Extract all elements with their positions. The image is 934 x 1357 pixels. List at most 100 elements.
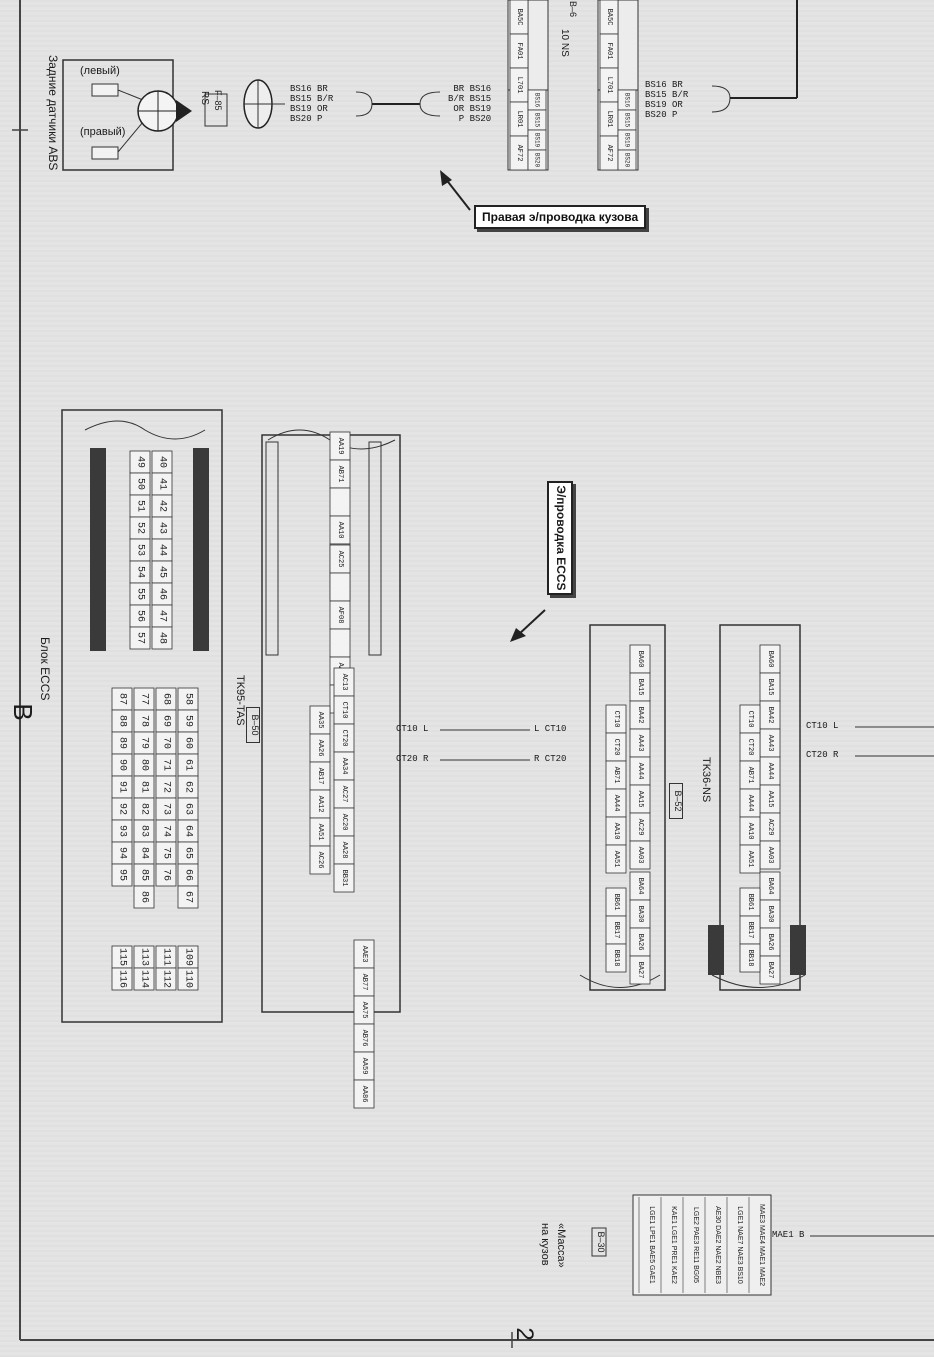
tk95-pin: 88 [111,709,133,733]
svg-text:LR01: LR01 [605,111,613,128]
svg-text:BS19: BS19 [624,133,631,148]
svg-text:116: 116 [117,970,128,988]
svg-text:BB61: BB61 [612,894,620,911]
tk95-pin: 68 [155,687,177,711]
svg-text:BA30: BA30 [636,906,644,923]
svg-text:BS20: BS20 [624,153,631,168]
eccs-pin: AA26 [309,733,331,763]
ground-table-row: LGE1 NAE7 NAE3 BS10 [736,1206,743,1284]
svg-text:65: 65 [183,847,194,859]
svg-text:L701: L701 [515,77,523,94]
svg-text:64: 64 [183,825,194,837]
tk95-pin: 82 [133,797,155,821]
svg-text:70: 70 [161,737,172,749]
tk36-pin: AA51 [605,844,627,874]
tk36-pin: AA15 [629,784,651,814]
svg-text:AA51: AA51 [746,851,754,868]
svg-text:46: 46 [157,588,168,600]
tk95-pin: 59 [177,709,199,733]
svg-text:59: 59 [183,715,194,727]
svg-text:AA51: AA51 [612,851,620,868]
svg-text:68: 68 [161,693,172,705]
top-connector-pin: LR01 [509,101,529,137]
tk95-pin: 81 [133,775,155,799]
tk36-pin: AA51 [739,844,761,874]
svg-text:87: 87 [117,693,128,705]
tk36-pin: AA44 [629,756,651,786]
tk95-pin: 58 [177,687,199,711]
ground-wire-label: MAE1 B [772,1230,805,1240]
tk95-pin: 42 [151,494,173,518]
tk36-pin: AC29 [759,812,781,842]
tk95-pin: 76 [155,863,177,887]
svg-text:111: 111 [161,948,172,966]
top-connector-pin: L701 [599,67,619,103]
tk36-pin: AB71 [739,760,761,790]
tk36-pin: BB18 [739,943,761,973]
eccs-pin: AC27 [333,779,355,809]
tk95-pin: 67 [177,885,199,909]
tk36-pin: BA42 [759,700,781,730]
eccs-pin: AC20 [333,807,355,837]
ct10-far-label: CT10 L [806,721,839,731]
svg-text:AA43: AA43 [766,735,774,752]
tk36-pin: AA44 [739,788,761,818]
ct20-far-label: CT20 R [806,750,839,760]
tk36-pin: CT10 [739,704,761,734]
svg-text:AA51: AA51 [316,824,324,841]
tk95-pin: 55 [129,582,151,606]
tk36-pin: BA26 [759,927,781,957]
tk36-pin: BB18 [605,943,627,973]
svg-text:66: 66 [183,869,194,881]
top-connector-pin: BS15 [617,109,637,131]
svg-text:BA27: BA27 [636,962,644,979]
svg-text:AA34: AA34 [340,758,348,775]
tk95-pin: 56 [129,604,151,628]
svg-text:85: 85 [139,869,150,881]
tk95-housing [61,409,223,1023]
eccs-pin: AA19 [329,431,351,461]
section-number: 2 [511,1327,538,1341]
ground-label-bottom: на кузов [539,1223,551,1266]
tk95-pin: 52 [129,516,151,540]
ct20-right-label: R CT20 [534,754,567,764]
tk95-pin: 41 [151,472,173,496]
svg-text:112: 112 [161,970,172,988]
ground-table-row: KAE1 LGE1 PRE1 KAE2 [670,1206,677,1284]
eccs-pin: AA75 [353,995,375,1025]
svg-text:AA28: AA28 [340,842,348,859]
tk36-pin: AC29 [629,812,651,842]
eccs-pin: AA12 [309,789,331,819]
right-wire-row: BS15 B/R [645,90,689,100]
tk95-pin: 115 [111,945,133,969]
abs-wire-list: BS16 BR BS15 B/R BS19 OR BS20 P [290,84,333,124]
ground-table-row: AE30 DAE2 NAE2 NBE3 [714,1206,721,1284]
right-wire-row: BS19 OR [645,100,683,110]
svg-text:BB17: BB17 [612,922,620,939]
svg-text:47: 47 [157,610,168,622]
eccs-pin: AAE3 [353,939,375,969]
svg-text:BB18: BB18 [746,950,754,967]
ground-label-top: «Масса» [555,1223,567,1268]
tk95-pin: 91 [111,775,133,799]
tk95-pin: 72 [155,775,177,799]
tk95-pin: 53 [129,538,151,562]
eccs-pin: CT20 [333,723,355,753]
svg-text:92: 92 [117,803,128,815]
svg-text:AC27: AC27 [340,786,348,803]
svg-text:LR01: LR01 [515,111,523,128]
tk95-pin: 50 [129,472,151,496]
ecs-block-label: Блок ECCS [38,637,52,701]
svg-text:42: 42 [157,500,168,512]
right-wire-row: BS20 P [645,110,678,120]
top-connector-pin: AF72 [509,135,529,171]
tk95-pin: 47 [151,604,173,628]
eccs-pin [329,572,351,602]
top-connector-pin: BA5C [509,0,529,35]
top-connector-pin: LR01 [599,101,619,137]
top-connector-pin: BS19 [617,129,637,151]
mid-wire-list: BR BS16 B/R BS15 OR BS19 P BS20 [448,84,491,124]
top-connector-pin: FA01 [599,33,619,69]
svg-text:50: 50 [135,478,146,490]
tk95-pin: 51 [129,494,151,518]
